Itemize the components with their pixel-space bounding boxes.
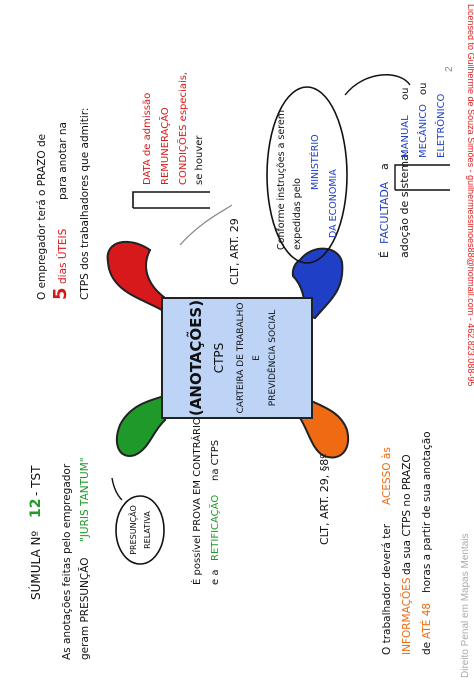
tl-line1: O empregador terá o PRAZO de [36, 134, 48, 300]
tl-line2-red: dias ÚTEIS [56, 228, 69, 284]
bl-line1: As anotações feitas pelo empregador [61, 463, 73, 660]
bl-bubble-arrow [111, 477, 123, 501]
bl-title-suffix: - TST [29, 465, 43, 496]
green-petal [115, 393, 170, 457]
tl-line3: CTPS dos trabalhadores que admitir: [79, 108, 91, 300]
br-line3-prefix: de [421, 642, 433, 655]
br-line1-prefix: O trabalhador deverá ter [381, 523, 393, 655]
bl-title-prefix: SÚMULA Nº [28, 531, 43, 600]
br-line1-orange: ACESSO às [381, 447, 393, 505]
tl-item-4: se houver [194, 135, 205, 185]
bl-line4-prefix: e a [210, 570, 221, 585]
br-ref: CLT, ART. 29, §8º [318, 454, 331, 545]
bl-line2-prefix: geram PRESUNÇÃO [78, 557, 91, 660]
tl-curve-arrow [179, 204, 233, 246]
tr-adocao: adoção de sistema: [398, 151, 411, 258]
br-line2-orange: INFORMAÇÕES [400, 577, 413, 655]
bl-line2-red: "JURIS TANTUM" [79, 457, 91, 542]
br-line3-orange: ATÉ 48 [420, 603, 433, 639]
bl-line3: É possível PROVA EM CONTRÁRIO [190, 417, 203, 585]
tr-facultada-suffix: a [378, 163, 391, 170]
bl-line4-suffix: na CTPS [210, 440, 221, 481]
center-title: (ANOTAÇÕES) [186, 300, 205, 416]
watermark: Direito Penal em Mapas Mentais [460, 533, 471, 678]
center-line4: PREVIDÊNCIA SOCIAL [266, 310, 278, 406]
tr-note-line1: Conforme instruções a serem [276, 110, 287, 250]
center-line1: CTPS [212, 343, 226, 374]
tr-option-1: MANUAL [400, 115, 411, 158]
tr-note-arrow [344, 74, 411, 96]
bl-bubble-1: PRESUNÇÃO [128, 505, 138, 555]
red-petal [106, 241, 172, 318]
tl-item-2: REMUNERAÇÃO [158, 107, 171, 185]
page-number: 2 [444, 66, 455, 72]
bl-line4-orange: RETIFICAÇÃO [208, 495, 221, 561]
tl-item-1: DATA de admissão [142, 93, 153, 185]
tl-ref: CLT, ART. 29 [228, 218, 241, 285]
tr-note-blue2: DA ECONOMIA [328, 169, 339, 238]
tr-facultada: FACULTADA [378, 181, 391, 244]
center-box [161, 297, 313, 419]
tr-facultada-prefix: É [378, 251, 391, 258]
bl-bubble-2: RELATIVA [143, 511, 152, 549]
center-line2: CARTEIRA DE TRABALHO [236, 302, 246, 413]
tl-list-bracket [132, 191, 210, 208]
tr-note-line2: expedidas pelo [292, 178, 303, 250]
license-text: Licensed to Guilherme de Souza Simões - … [466, 4, 474, 386]
tr-options-bracket [394, 164, 450, 191]
tr-ou-1: ou [400, 88, 411, 100]
tr-option-3: ELETRÔNICO [434, 93, 447, 158]
center-line3: E [252, 355, 262, 361]
tl-line2-num: 5 [50, 287, 71, 300]
bl-bubble [115, 495, 165, 565]
tl-line2-rest: para anotar na [57, 122, 69, 200]
tl-item-3: CONDIÇÕES especiais, [176, 72, 189, 185]
tr-option-2: MECÂNICO [416, 104, 429, 158]
bl-title-num: 12 [28, 499, 44, 518]
br-line3-suffix: horas a partir de sua anotação [421, 431, 433, 593]
tr-note-blue1: MINISTÉRIO [309, 134, 321, 190]
tr-note-ellipse [266, 86, 348, 264]
tr-ou-2: ou [418, 83, 429, 95]
br-line2-suffix: da sua CTPS no PRAZO [401, 454, 413, 575]
